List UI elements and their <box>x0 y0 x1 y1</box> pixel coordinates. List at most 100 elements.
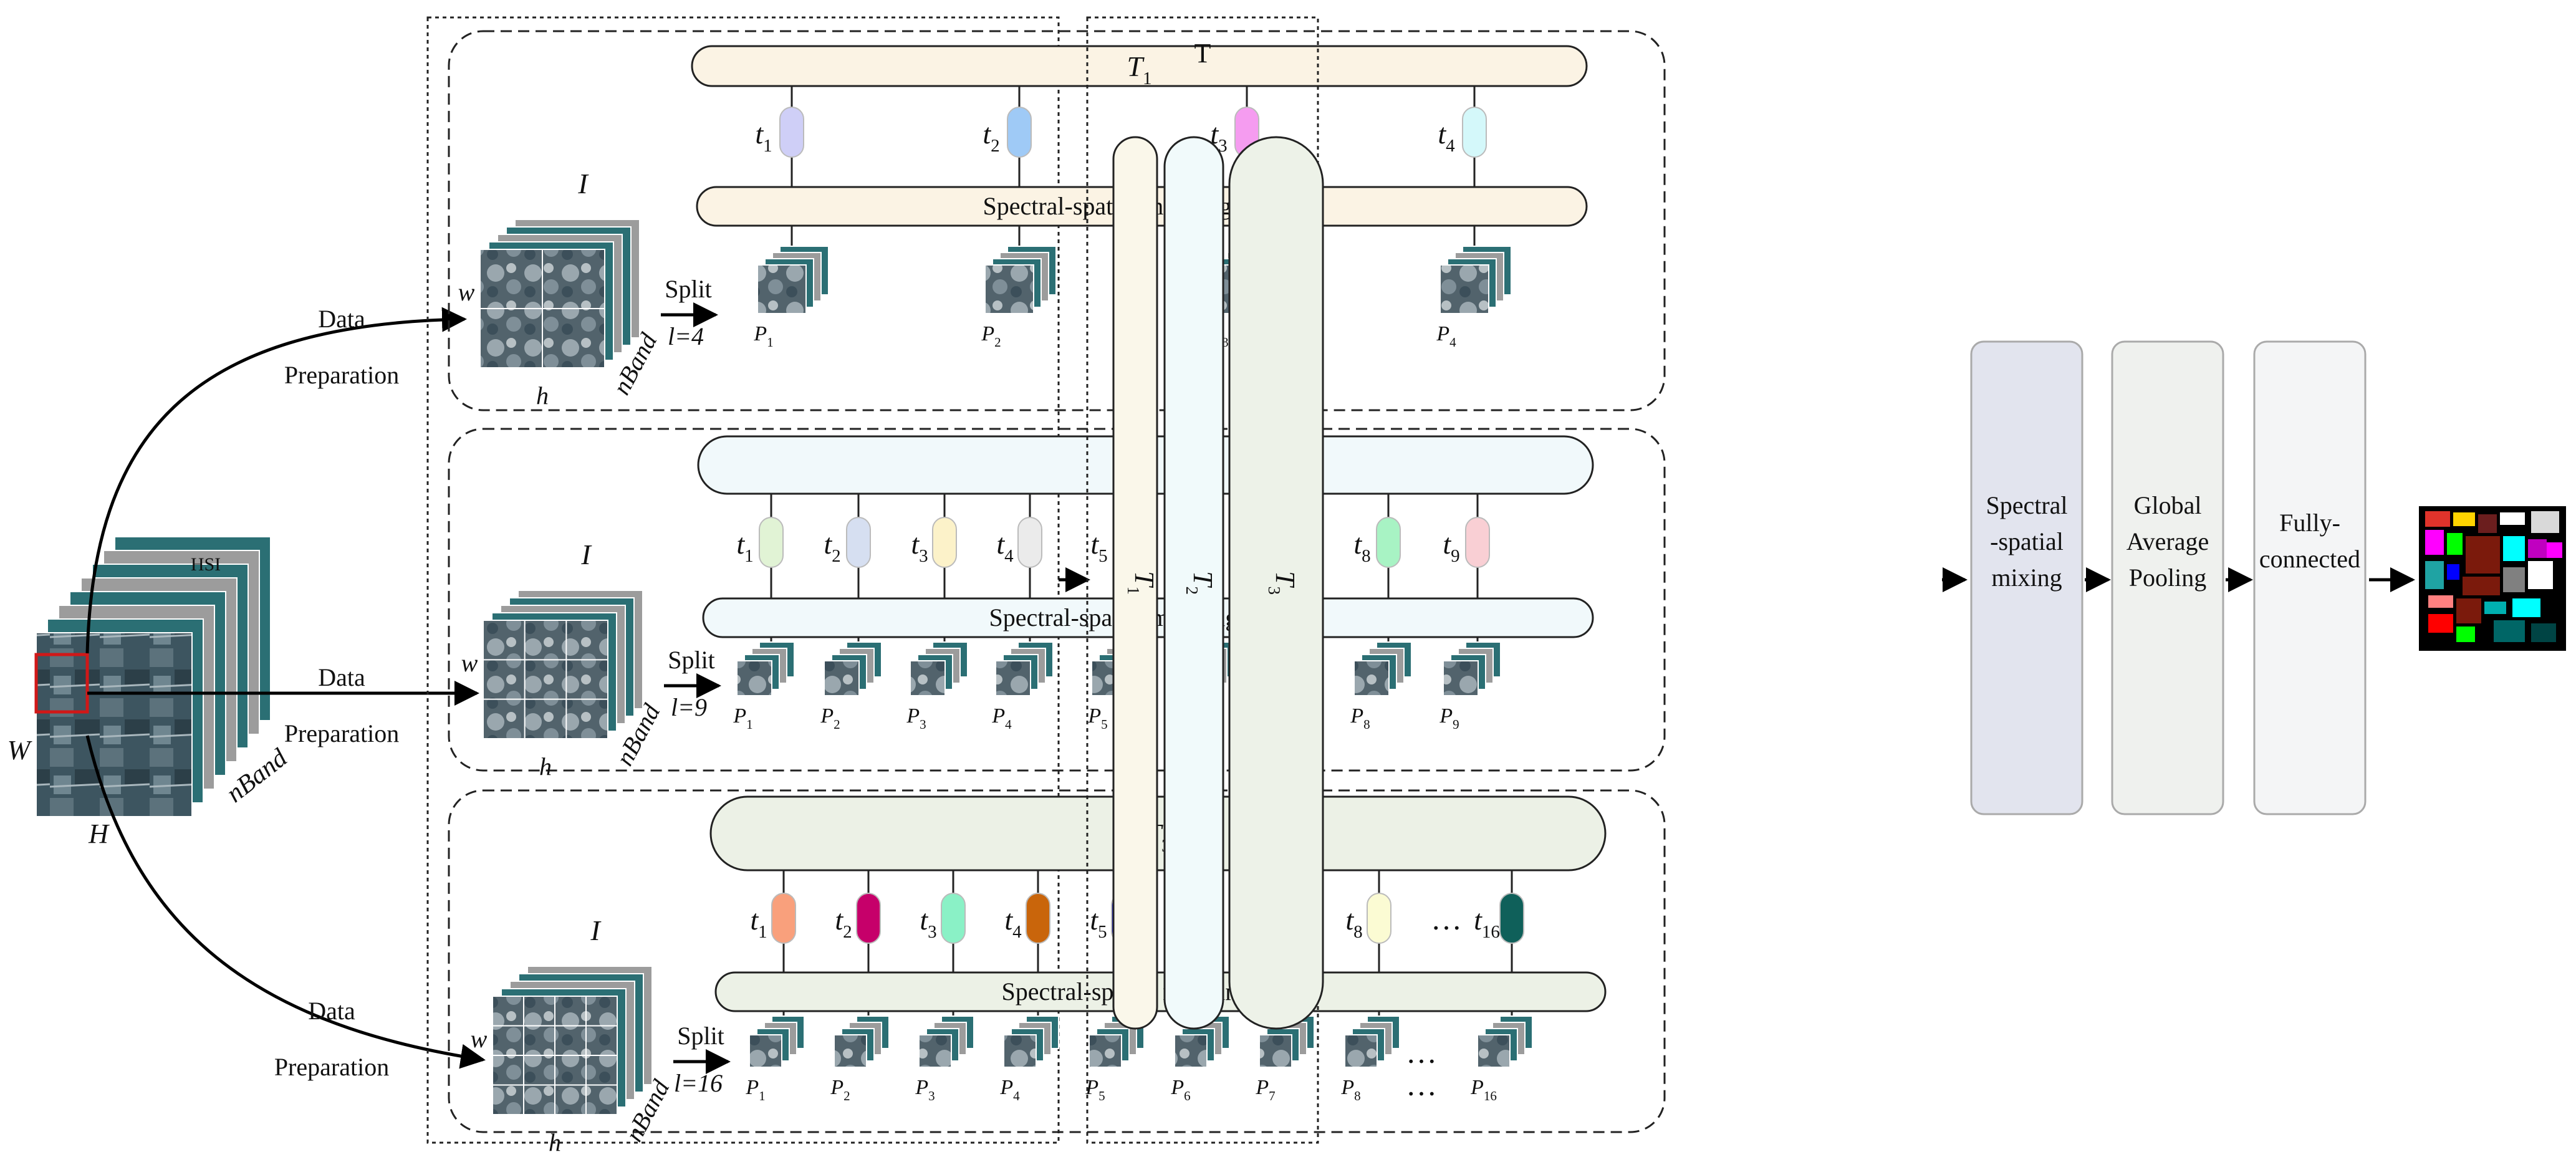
transformer-title: T <box>1194 38 1211 69</box>
prep-label-line1: Data <box>308 997 355 1025</box>
patch-label-1-2: P2 <box>981 322 1001 350</box>
block-3 <box>2253 340 2367 815</box>
mapping-layer-3 <box>714 971 1607 1012</box>
map-region <box>2478 514 2497 533</box>
patch-cube-1-2-front <box>984 264 1034 314</box>
map-region <box>2428 595 2453 608</box>
patch-label-2-5: P5 <box>1087 704 1107 732</box>
patch-label-2-2: P2 <box>820 704 840 732</box>
map-region <box>2500 512 2525 525</box>
patch-cube-2-2 <box>824 641 882 696</box>
patch-label-3-1: P1 <box>745 1076 765 1103</box>
patch-cube-3-8 <box>1344 1015 1400 1068</box>
map-region <box>2425 511 2450 527</box>
token-label-2-5: t5 <box>1090 528 1107 566</box>
token-2-2 <box>846 517 871 568</box>
patch-cube-3-3 <box>918 1015 974 1068</box>
token-label-2-3: t3 <box>911 528 928 566</box>
patch-cube-3-3-front <box>918 1034 952 1068</box>
hsi-dim-w: W <box>7 735 32 766</box>
branch-2: T2Spectral-spatial mapping Layert1P1t2P2… <box>448 428 1666 780</box>
patch-cube-3-1-front <box>749 1034 782 1068</box>
block-1 <box>1970 340 2083 815</box>
patch-cube-2-4 <box>995 641 1054 696</box>
token-2-1 <box>759 517 784 568</box>
token-2-8 <box>1376 517 1401 568</box>
token-label-2-1: t1 <box>736 528 753 566</box>
token-3-8 <box>1367 893 1391 944</box>
token-label-2-9: t9 <box>1443 528 1459 566</box>
map-region <box>2484 602 2506 614</box>
split-count-2: l=9 <box>671 693 707 721</box>
input-label-w: w <box>471 1025 488 1053</box>
prep-label-line2: Preparation <box>284 361 399 389</box>
token-label-3-8: t8 <box>1345 904 1362 942</box>
token-1-1 <box>779 107 804 158</box>
input-label-i: I <box>577 168 589 199</box>
token-label-3-5: t5 <box>1090 904 1107 942</box>
token-1-4 <box>1462 107 1487 158</box>
token-label-3-1: t1 <box>750 904 767 942</box>
map-region <box>2425 530 2444 555</box>
patch-cube-1-1-front <box>757 264 807 314</box>
block-1-line: Spectral <box>1986 491 2067 519</box>
patch-cube-2-9 <box>1443 641 1501 696</box>
input-label-h: h <box>536 382 549 410</box>
transformer-stage-label-3: T3 <box>1265 571 1300 595</box>
patch-cube-3-7 <box>1259 1015 1315 1068</box>
map-region <box>2456 598 2481 623</box>
patch-label-3-3: P3 <box>915 1076 935 1103</box>
token-ellipsis: … <box>1431 901 1462 936</box>
split-count-3: l=16 <box>674 1069 723 1097</box>
split-label: Split <box>665 275 712 303</box>
map-region <box>2447 533 2463 555</box>
patch-cube-2-8-front <box>1353 660 1390 696</box>
token-3-1 <box>771 893 796 944</box>
patch-label-3-8: P8 <box>1340 1076 1360 1103</box>
patch-cube-3-7-front <box>1259 1034 1292 1068</box>
map-region <box>2494 620 2525 642</box>
map-region <box>2528 539 2547 558</box>
input-label-w: w <box>461 649 478 677</box>
output-map <box>2419 506 2566 651</box>
patch-cube-2-8 <box>1353 641 1412 696</box>
transformer-stage-label-2: T2 <box>1183 571 1218 595</box>
map-region <box>2503 567 2525 592</box>
tokenizer-outer-box <box>426 16 1060 1144</box>
block-1-line: mixing <box>1991 564 2062 592</box>
map-region <box>2447 564 2459 580</box>
prep-label-line2: Preparation <box>274 1053 389 1081</box>
input-cube-2 <box>483 590 643 739</box>
prep-label-line1: Data <box>318 305 365 333</box>
token-3-16 <box>1499 893 1524 944</box>
patch-cube-2-2-front <box>824 660 860 696</box>
transformer-bar-1-label: T1 <box>1127 50 1151 89</box>
prep-arrow-top <box>85 307 467 654</box>
map-region <box>2453 512 2475 526</box>
patch-label-ellipsis: … <box>1406 1067 1437 1102</box>
token-3-3 <box>941 893 966 944</box>
patch-cube-2-4-front <box>995 660 1031 696</box>
prep-arrow-bottom <box>85 735 486 1069</box>
patch-label-1-1: P1 <box>753 322 773 350</box>
patch-cube-3-1 <box>749 1015 805 1068</box>
transformer-stage-label-1: T1 <box>1124 571 1160 595</box>
block-2-line: Average <box>2127 527 2209 555</box>
patch-cube-3-9-front <box>1477 1034 1511 1068</box>
patch-label-2-3: P3 <box>906 704 926 732</box>
map-region <box>2531 511 2559 533</box>
input-label-i: I <box>590 915 602 946</box>
branch-1-box <box>448 30 1666 411</box>
patch-cube-2-9-front <box>1443 660 1479 696</box>
token-2-4 <box>1017 517 1042 568</box>
input-cube-2-front <box>483 620 608 739</box>
token-label-3-16: t16 <box>1474 904 1500 942</box>
hsi-dim-h: H <box>88 819 110 849</box>
token-1-2 <box>1007 107 1032 158</box>
head-blocks: Spectral-spatialmixingGlobalAveragePooli… <box>1942 340 2415 815</box>
token-label-3-3: t3 <box>920 904 936 942</box>
block-3-line: Fully- <box>2279 509 2340 537</box>
